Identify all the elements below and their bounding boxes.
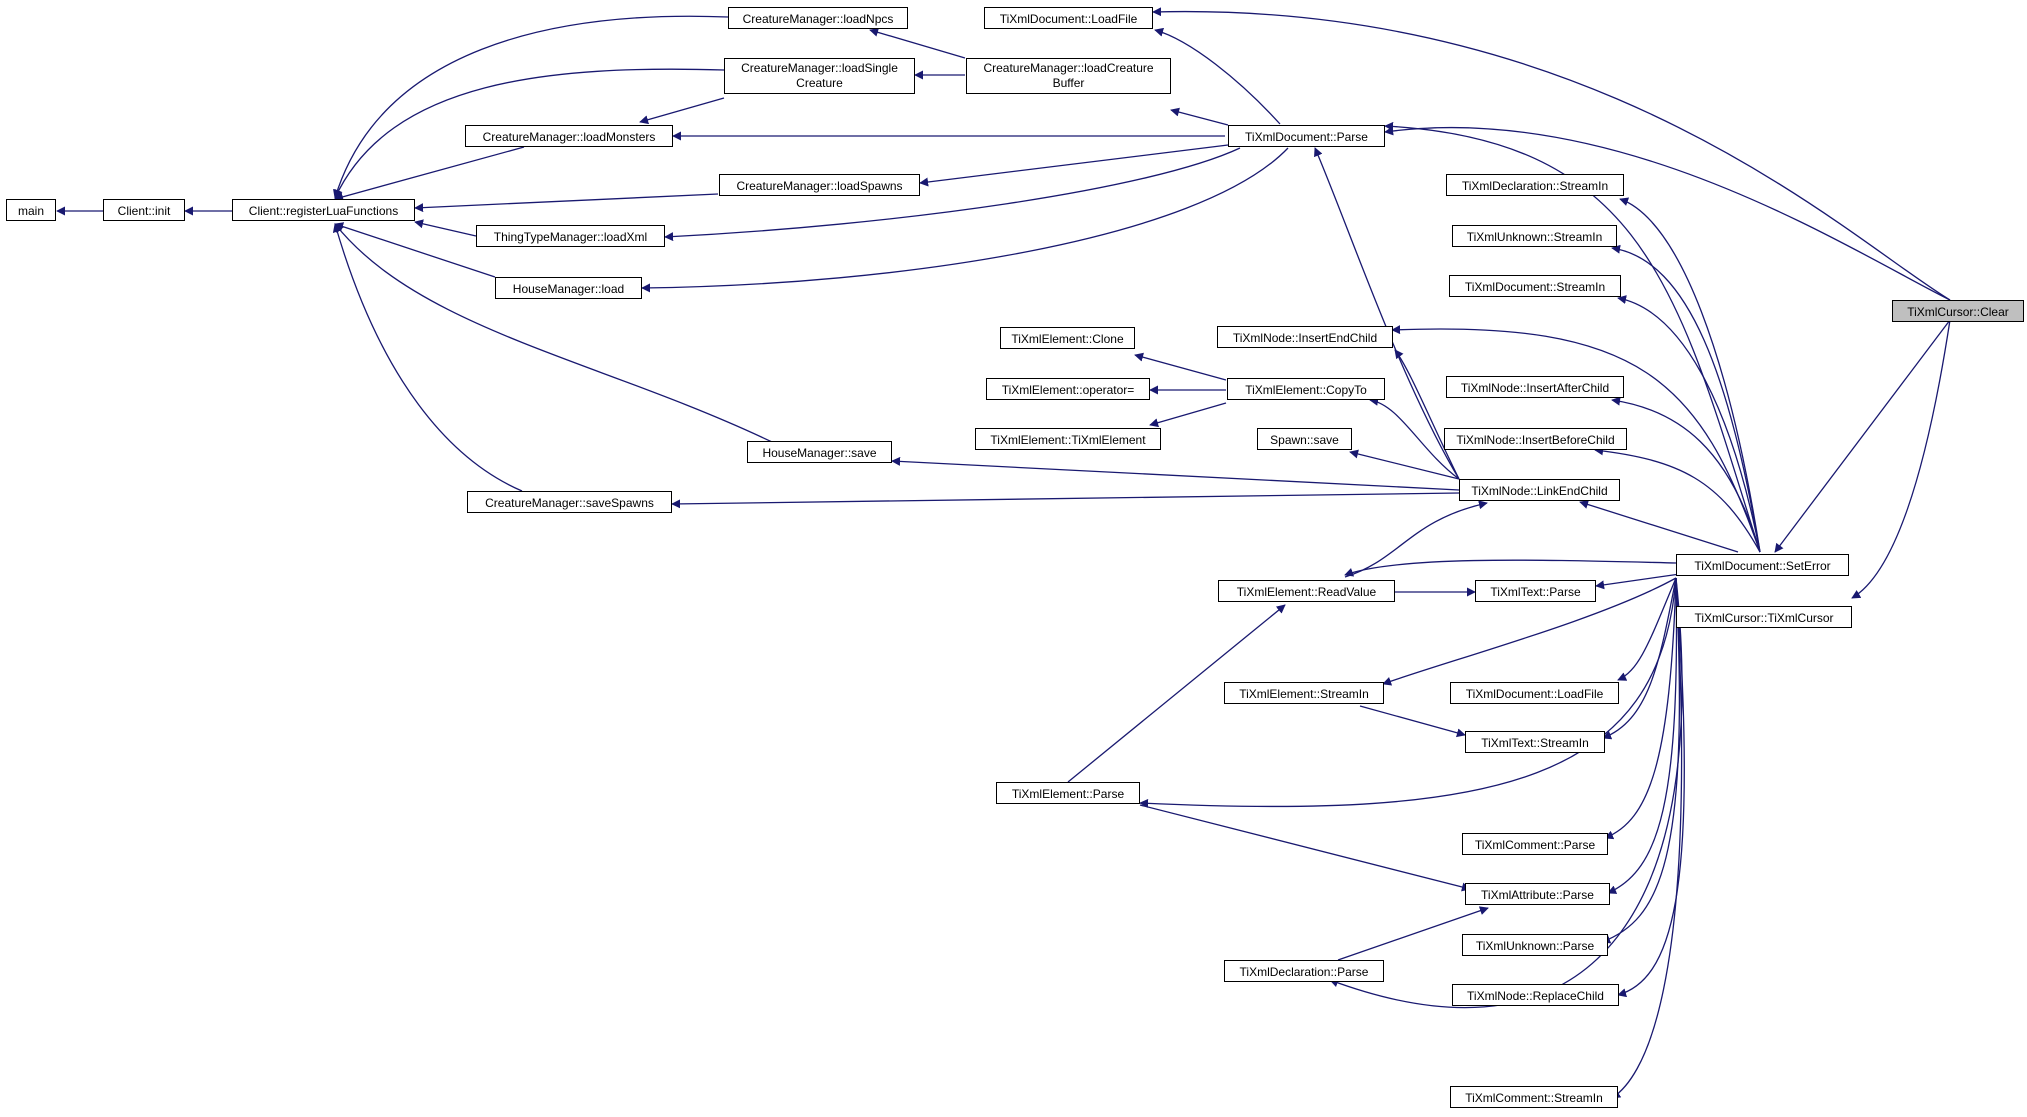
edge-parse-loadspawns (919, 144, 1229, 187)
node-creaturemanager-loadsinglecreature[interactable]: CreatureManager::loadSingle Creature (724, 58, 915, 94)
edge-seterror-readvalue (1344, 559, 1677, 577)
node-creaturemanager-loadcreaturebuffer[interactable]: CreatureManager::loadCreature Buffer (966, 58, 1171, 94)
edge-elparse-attrparse (1139, 804, 1471, 892)
edge-savespawns-register (332, 223, 523, 492)
node-tixmlelement-copyto[interactable]: TiXmlElement::CopyTo (1227, 378, 1385, 400)
node-tixmldocument-loadfile-top[interactable]: TiXmlDocument::LoadFile (984, 7, 1153, 29)
edge-linkend-savespawns (671, 492, 1460, 509)
edge-clear-seterror (1774, 319, 1951, 553)
edge-seterror-commentstream (1611, 577, 1683, 1099)
edge-seterror-textparse (1595, 573, 1681, 590)
node-tixmldocument-streamin[interactable]: TiXmlDocument::StreamIn (1449, 275, 1621, 297)
node-tixmlunknown-streamin[interactable]: TiXmlUnknown::StreamIn (1452, 225, 1617, 247)
node-tixmldocument-seterror[interactable]: TiXmlDocument::SetError (1676, 554, 1849, 576)
edge-seterror-insertbefore (1594, 446, 1761, 553)
edge-clear-cursorctor (1851, 319, 1951, 599)
edge-loadsingle-loadmonsters (639, 97, 725, 125)
edge-loadsingle-register (334, 68, 725, 199)
node-tixmldeclaration-streamin[interactable]: TiXmlDeclaration::StreamIn (1446, 174, 1624, 196)
node-tixmltext-streamin[interactable]: TiXmlText::StreamIn (1465, 731, 1605, 753)
node-tixmlcomment-parse[interactable]: TiXmlComment::Parse (1462, 833, 1608, 855)
edge-elparse-readvalue (1067, 604, 1286, 783)
edge-linkend-copyto (1369, 396, 1460, 480)
edge-declparse-attrparse (1337, 906, 1489, 961)
edge-linkend-parse (1314, 147, 1460, 480)
edge-linkend-insertend (1394, 349, 1460, 480)
node-tixmlelement-clone[interactable]: TiXmlElement::Clone (1000, 327, 1135, 349)
edge-seterror-insertafter (1611, 396, 1761, 553)
node-creaturemanager-loadnpcs[interactable]: CreatureManager::loadNpcs (728, 7, 908, 29)
edge-elstreamin-textstreamin (1359, 705, 1466, 738)
edge-seterror-declstream (1619, 197, 1761, 553)
edge-parse-hmload (641, 147, 1289, 293)
node-tixmlnode-insertendchild[interactable]: TiXmlNode::InsertEndChild (1217, 326, 1393, 348)
node-client-register-lua-functions[interactable]: Client::registerLuaFunctions (232, 199, 415, 221)
edge-seterror-unkstream (1611, 244, 1761, 553)
node-tixmlelement-readvalue[interactable]: TiXmlElement::ReadValue (1218, 580, 1395, 602)
edge-seterror-unkparse (1601, 577, 1681, 944)
edge-copyto-ctor (1149, 402, 1227, 428)
edge-seterror-commentparse (1604, 577, 1677, 840)
node-tixmldeclaration-parse[interactable]: TiXmlDeclaration::Parse (1224, 960, 1384, 982)
node-creaturemanager-loadmonsters[interactable]: CreatureManager::loadMonsters (465, 125, 673, 147)
edge-loadspawns-register (414, 193, 719, 213)
edge-seterror-parse (1384, 121, 1761, 553)
node-tixmlcursor-tixmlcursor[interactable]: TiXmlCursor::TiXmlCursor (1676, 606, 1852, 628)
edge-readvalue-linkend (1344, 500, 1488, 578)
node-tixmltext-parse[interactable]: TiXmlText::Parse (1475, 580, 1596, 602)
edge-loadxml-register (414, 219, 477, 237)
edge-seterror-doclf (1617, 577, 1677, 681)
node-tixmlelement-operator[interactable]: TiXmlElement::operator= (986, 378, 1150, 400)
edge-seterror-docstream (1617, 295, 1761, 553)
node-tixmlnode-replacechild[interactable]: TiXmlNode::ReplaceChild (1452, 984, 1619, 1006)
node-creaturemanager-savespawns[interactable]: CreatureManager::saveSpawns (467, 491, 672, 513)
node-main[interactable]: main (6, 199, 56, 221)
node-label-line-1: CreatureManager::loadCreature (983, 61, 1154, 75)
edge-seterror-elparse (1139, 577, 1677, 808)
edge-parse-loadxml (664, 147, 1241, 242)
node-housemanager-save[interactable]: HouseManager::save (747, 441, 892, 463)
edge-parse-loadfiletop (1154, 27, 1281, 125)
node-tixmlattribute-parse[interactable]: TiXmlAttribute::Parse (1465, 883, 1610, 905)
node-tixmlelement-tixmlelement[interactable]: TiXmlElement::TiXmlElement (975, 428, 1161, 450)
edge-hmsave-register (334, 223, 773, 443)
edge-seterror-linkend (1579, 500, 1739, 553)
edge-seterror-elstreamin (1382, 577, 1677, 686)
node-tixmlcursor-clear[interactable]: TiXmlCursor::Clear (1892, 300, 2024, 322)
node-label-line-2: Creature (796, 76, 843, 90)
node-thingtypemanager-loadxml[interactable]: ThingTypeManager::loadXml (476, 225, 665, 247)
edge-parse-buffer (1170, 107, 1229, 126)
edge-clear-parse (1384, 126, 1951, 301)
node-tixmlnode-insertbeforechild[interactable]: TiXmlNode::InsertBeforeChild (1444, 428, 1627, 450)
edge-hmload-register (334, 222, 496, 278)
node-tixmldocument-parse[interactable]: TiXmlDocument::Parse (1228, 125, 1385, 147)
edge-seterror-attrparse (1607, 577, 1678, 894)
edge-loadnpcs-register (333, 15, 729, 199)
edge-seterror-textstream (1602, 577, 1677, 740)
edge-copyto-clone (1134, 352, 1227, 381)
node-tixmldocument-loadfile[interactable]: TiXmlDocument::LoadFile (1450, 682, 1619, 704)
node-tixmlnode-linkendchild[interactable]: TiXmlNode::LinkEndChild (1459, 479, 1620, 501)
node-spawn-save[interactable]: Spawn::save (1257, 428, 1352, 450)
node-housemanager-load[interactable]: HouseManager::load (495, 277, 642, 299)
node-tixmlelement-parse[interactable]: TiXmlElement::Parse (996, 782, 1140, 804)
node-tixmlnode-insertafterchild[interactable]: TiXmlNode::InsertAfterChild (1446, 376, 1624, 398)
node-creaturemanager-loadspawns[interactable]: CreatureManager::loadSpawns (719, 174, 920, 196)
node-label-line-2: Buffer (1052, 76, 1085, 90)
edge-clear-loadfiletop (1152, 7, 1951, 301)
node-tixmlcomment-streamin[interactable]: TiXmlComment::StreamIn (1450, 1086, 1618, 1108)
edge-linkend-spawnsave (1349, 449, 1460, 480)
edge-buffer-loadnpcs (869, 27, 966, 59)
node-tixmlelement-streamin[interactable]: TiXmlElement::StreamIn (1224, 682, 1384, 704)
node-tixmlunknown-parse[interactable]: TiXmlUnknown::Parse (1462, 934, 1608, 956)
node-label-line-1: CreatureManager::loadSingle (741, 61, 898, 75)
node-client-init[interactable]: Client::init (103, 199, 185, 221)
edge-loadmonsters-register (334, 146, 525, 202)
edge-linkend-hmsave (891, 456, 1460, 491)
